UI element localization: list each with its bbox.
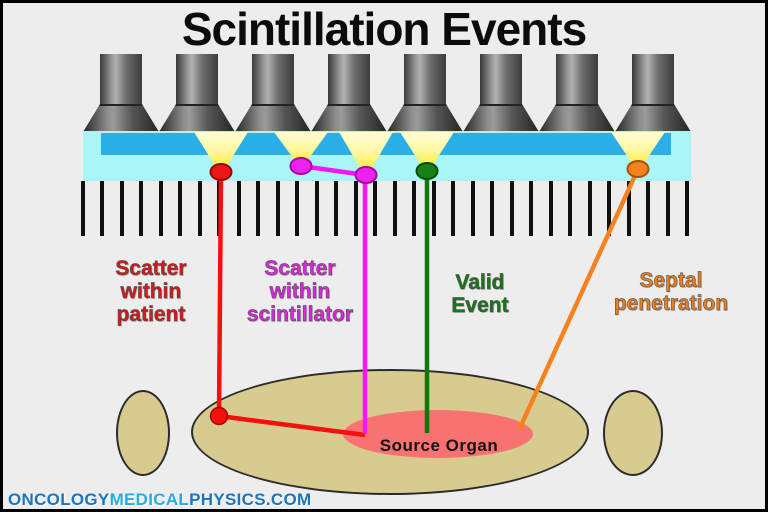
pmt-neck bbox=[328, 54, 370, 105]
collimator-septum bbox=[353, 181, 358, 236]
collimator-septum bbox=[529, 181, 534, 236]
collimator-septum bbox=[431, 181, 436, 236]
pmt-funnel bbox=[159, 104, 235, 132]
scatter-within-scintillator-label-line: scintillator bbox=[246, 303, 354, 327]
collimator-septum bbox=[607, 181, 612, 236]
collimator-septum bbox=[100, 181, 105, 236]
pmt-funnel bbox=[463, 104, 539, 132]
patient-arm-right bbox=[603, 390, 663, 476]
watermark-oncology: ONCOLOGY bbox=[8, 490, 110, 509]
collimator-septum bbox=[119, 181, 124, 236]
scatter-within-patient-label-line: within bbox=[120, 280, 182, 304]
collimator-septum bbox=[334, 181, 339, 236]
pmt-neck bbox=[100, 54, 142, 105]
watermark: ONCOLOGYMEDICALPHYSICS.COM bbox=[8, 490, 312, 509]
pmt-tube bbox=[159, 54, 235, 132]
collimator-septum bbox=[490, 181, 495, 236]
collimator-septum bbox=[158, 181, 163, 236]
pmt-tube bbox=[463, 54, 539, 132]
scatter-within-patient-label-line: patient bbox=[116, 303, 186, 327]
pmt-neck bbox=[632, 54, 674, 105]
collimator-septum bbox=[81, 181, 85, 236]
watermark-physics: PHYSICS.COM bbox=[189, 490, 312, 509]
pmt-neck bbox=[480, 54, 522, 105]
collimator-septum bbox=[665, 181, 670, 236]
patient-arm-left bbox=[116, 390, 170, 476]
pmt-funnel bbox=[539, 104, 615, 132]
pmt-funnel bbox=[235, 104, 311, 132]
collimator-septum bbox=[470, 181, 475, 236]
collimator-septum bbox=[178, 181, 183, 236]
collimator-septum bbox=[373, 181, 378, 236]
collimator-septum bbox=[412, 181, 417, 236]
pmt-neck bbox=[176, 54, 218, 105]
source-organ bbox=[343, 410, 533, 458]
watermark-medical: MEDICAL bbox=[109, 490, 190, 509]
pmt-neck bbox=[404, 54, 446, 105]
pmt-neck bbox=[556, 54, 598, 105]
diagram-title: Scintillation Events bbox=[181, 3, 587, 55]
collimator-septum bbox=[646, 181, 651, 236]
pmt-funnel bbox=[311, 104, 387, 132]
source-organ-label: Source Organ bbox=[379, 436, 499, 455]
pmt-tube bbox=[235, 54, 311, 132]
scatter-within-patient-label-line: Scatter bbox=[115, 257, 187, 281]
pmt-funnel bbox=[387, 104, 463, 132]
collimator-septum bbox=[314, 181, 319, 236]
collimator-septum bbox=[295, 181, 300, 236]
collimator-septum bbox=[139, 181, 144, 236]
valid-event-label-line: Valid bbox=[455, 271, 505, 295]
pmt-neck bbox=[252, 54, 294, 105]
collimator-septum bbox=[197, 181, 202, 236]
septal-penetration-label-line: penetration bbox=[613, 292, 729, 316]
scatter-within-scintillator-label-line: within bbox=[269, 280, 331, 304]
pmt-tube bbox=[387, 54, 463, 132]
septal-penetration-label-line: Septal bbox=[639, 269, 703, 293]
collimator-septum bbox=[392, 181, 397, 236]
collimator-septum bbox=[451, 181, 456, 236]
pmt-tube bbox=[83, 54, 159, 132]
collimator-septum bbox=[217, 181, 222, 236]
scatter-within-scintillator-label-line: Scatter bbox=[264, 257, 336, 281]
collimator-septum bbox=[275, 181, 280, 236]
collimator-septum bbox=[548, 181, 553, 236]
pmt-tube bbox=[311, 54, 387, 132]
valid-event-label-line: Event bbox=[451, 294, 509, 318]
collimator-septum bbox=[587, 181, 592, 236]
pmt-tube bbox=[539, 54, 615, 132]
collimator-septum bbox=[256, 181, 261, 236]
collimator-septum bbox=[685, 181, 689, 236]
collimator-septum bbox=[509, 181, 514, 236]
pmt-tube bbox=[615, 54, 691, 132]
pmt-funnel bbox=[83, 104, 159, 132]
pmt-funnel bbox=[615, 104, 691, 132]
collimator-septum bbox=[568, 181, 573, 236]
collimator-septum bbox=[626, 181, 631, 236]
collimator-septum bbox=[236, 181, 241, 236]
